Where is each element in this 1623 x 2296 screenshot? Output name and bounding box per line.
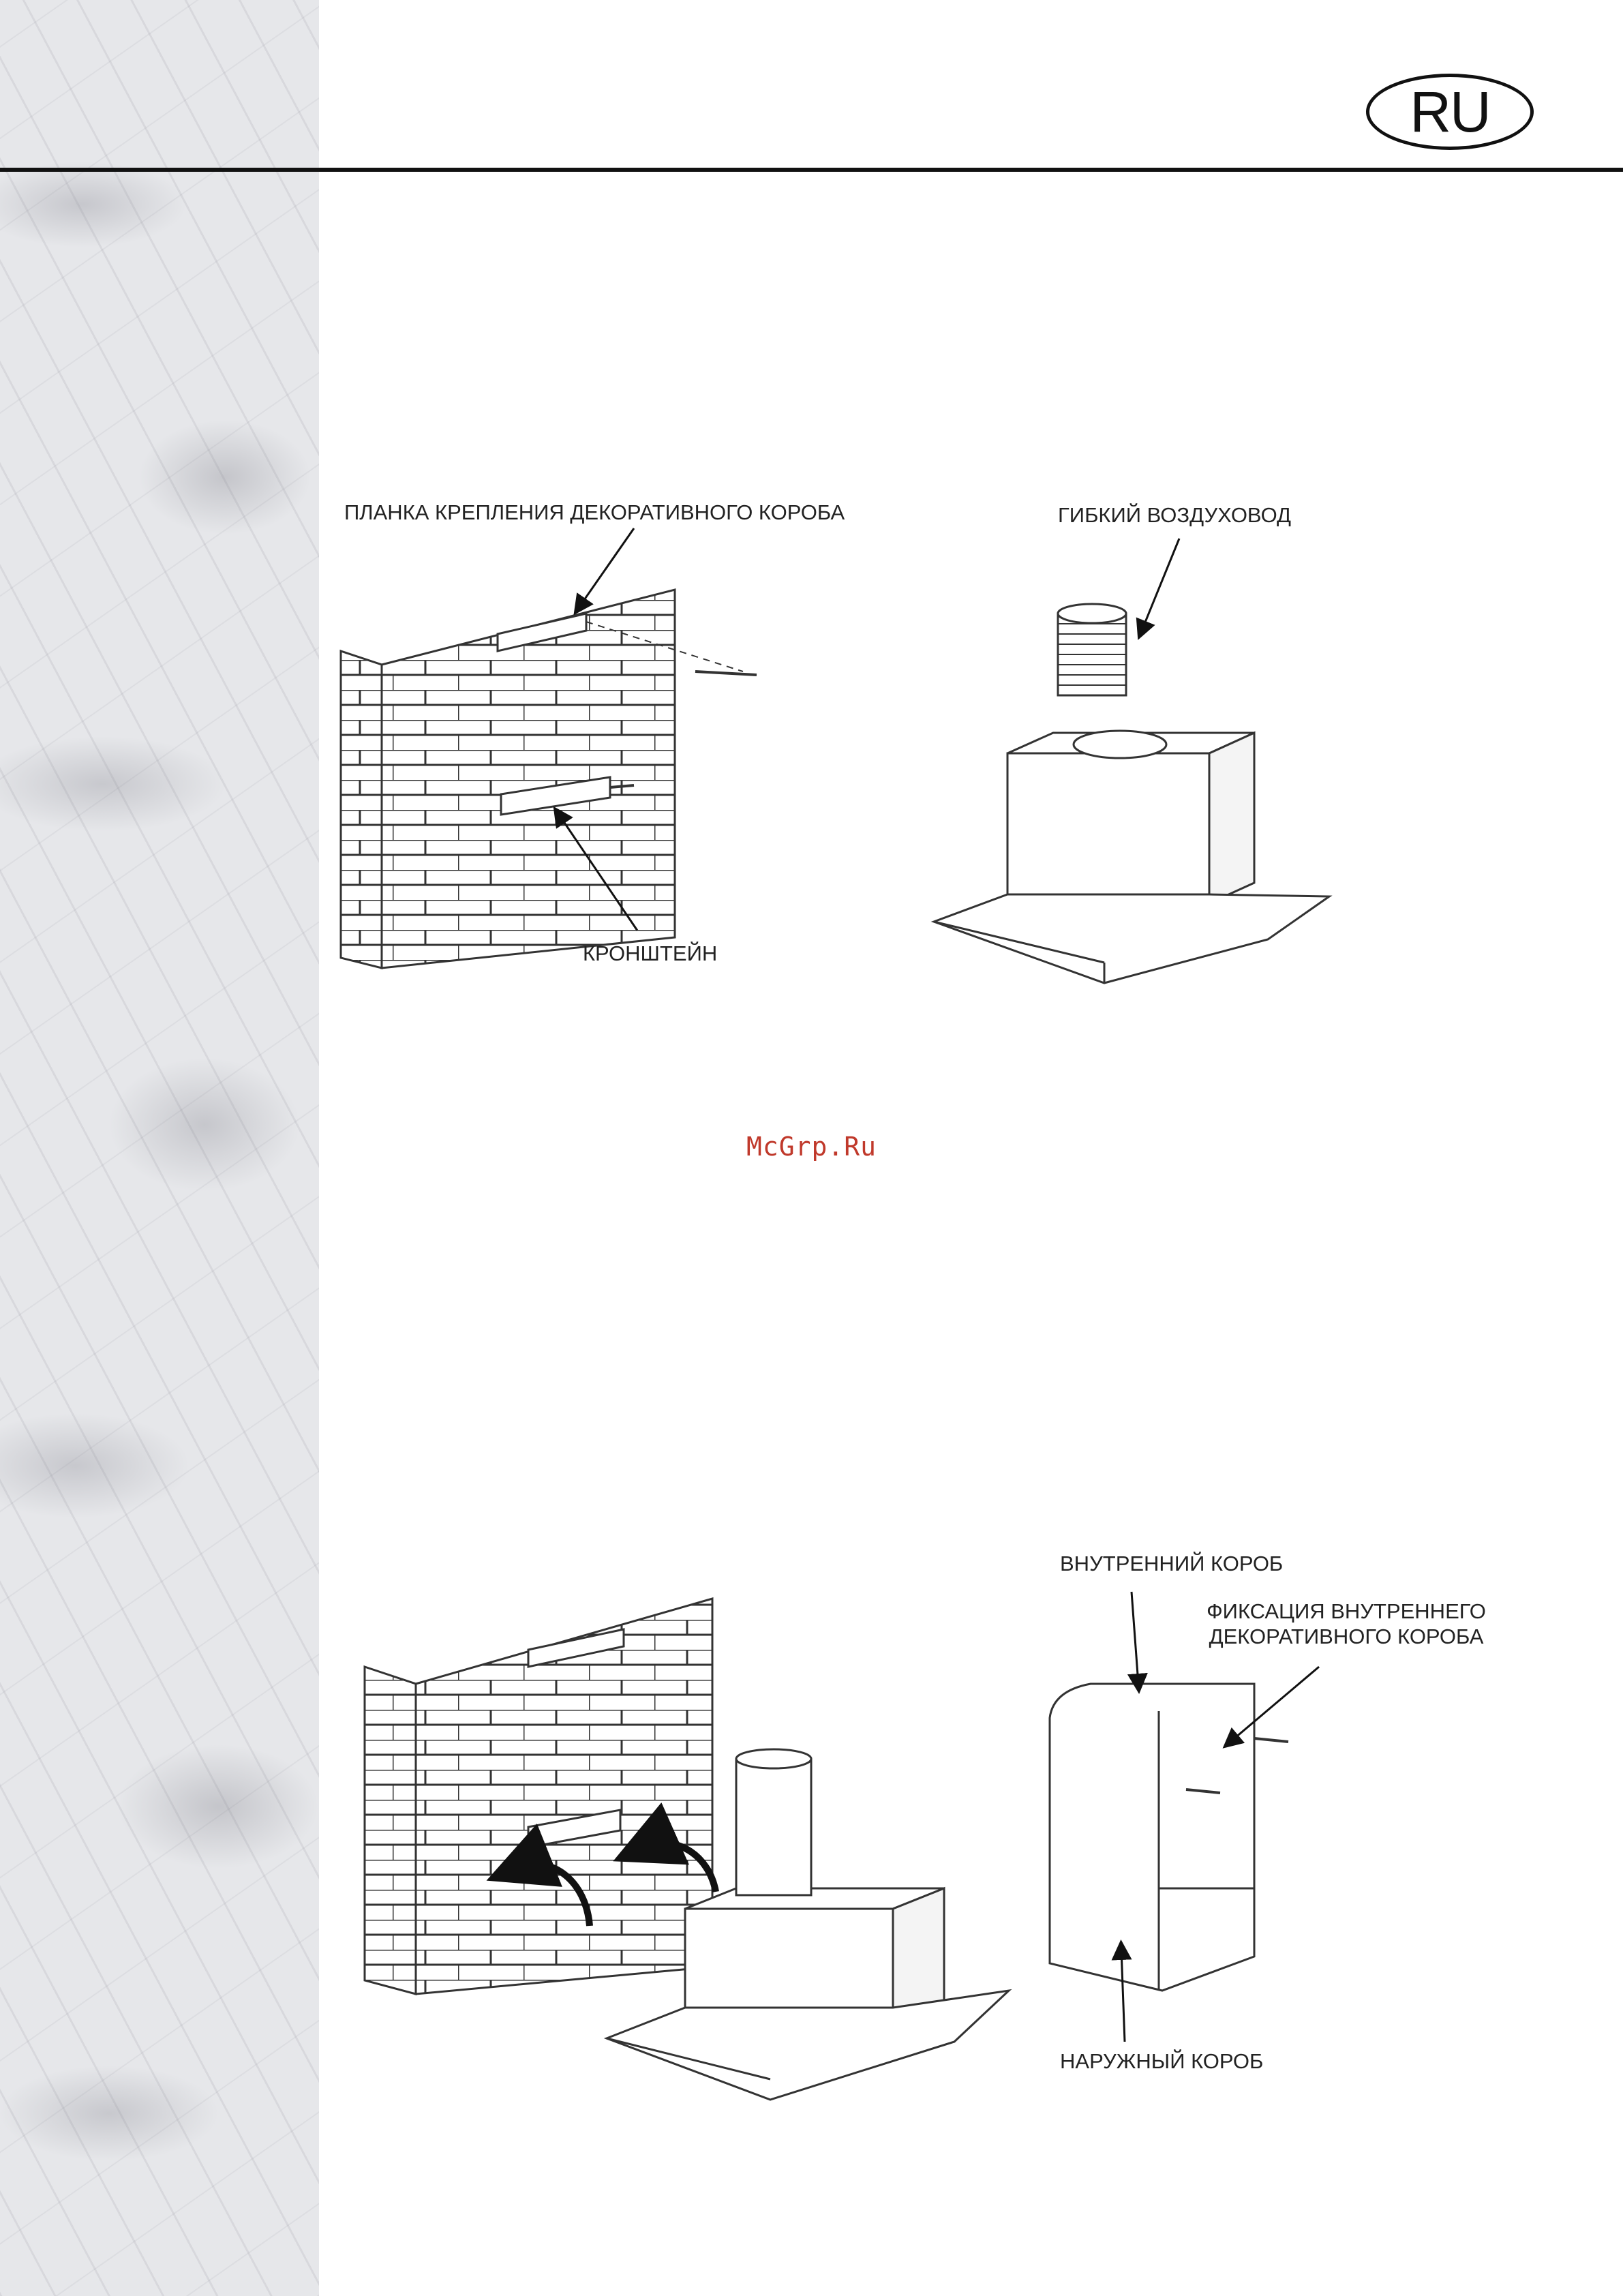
label-bracket: КРОНШТЕЙН xyxy=(583,941,717,966)
watermark: McGrp.Ru xyxy=(746,1132,877,1162)
label-mounting-strip: ПЛАНКА КРЕПЛЕНИЯ ДЕКОРАТИВНОГО КОРОБА xyxy=(344,500,845,525)
label-fixing-inner-box: ФИКСАЦИЯ ВНУТРЕННЕГО ДЕКОРАТИВНОГО КОРОБ… xyxy=(1183,1599,1510,1649)
label-flexible-duct: ГИБКИЙ ВОЗДУХОВОД xyxy=(1058,502,1291,528)
label-fixing-line1: ФИКСАЦИЯ ВНУТРЕННЕГО xyxy=(1183,1599,1510,1624)
label-outer-box: НАРУЖНЫЙ КОРОБ xyxy=(1060,2049,1263,2074)
label-inner-box: ВНУТРЕННИЙ КОРОБ xyxy=(1060,1551,1283,1576)
label-fixing-line2: ДЕКОРАТИВНОГО КОРОБА xyxy=(1183,1624,1510,1649)
